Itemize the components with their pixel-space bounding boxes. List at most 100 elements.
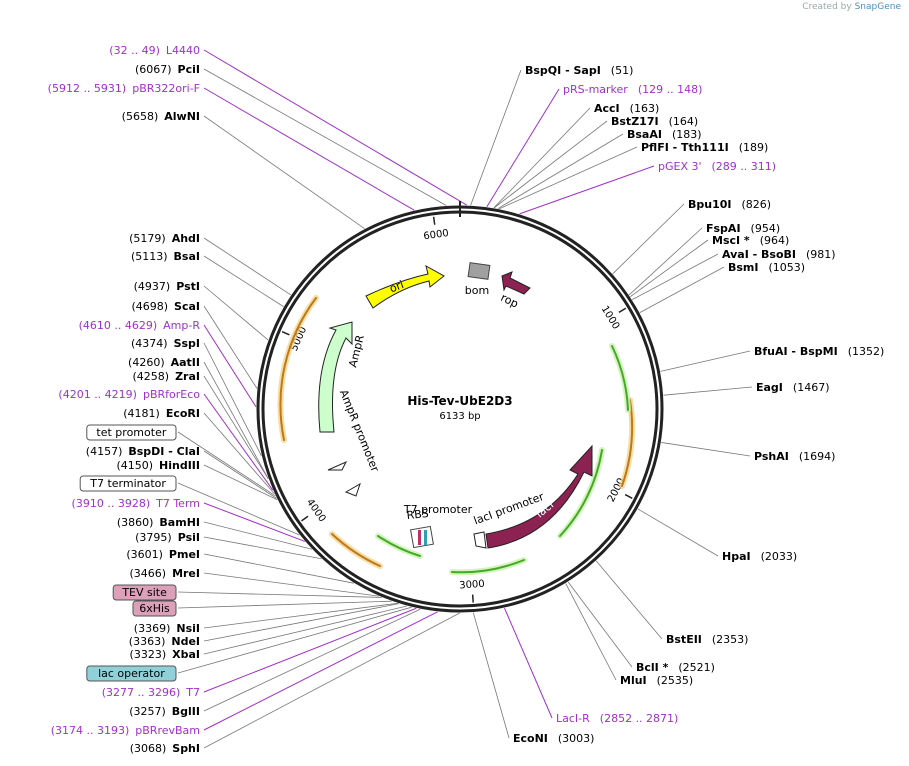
site-label[interactable]: (4181)EcoRI xyxy=(123,407,200,420)
site-label[interactable]: (4157)BspDI - ClaI xyxy=(86,445,200,458)
site-label[interactable]: BstZ17I(164) xyxy=(611,115,698,128)
tick-mark xyxy=(624,493,633,499)
site-position: (5179) xyxy=(129,232,166,245)
site-label[interactable]: (3257) BglII xyxy=(129,705,200,718)
feature-ori[interactable]: ori xyxy=(365,265,445,309)
site-name: Amp-R xyxy=(163,319,200,332)
site-label[interactable]: (3369)NsiI xyxy=(134,622,200,635)
site-name: PciI xyxy=(178,63,200,76)
site-position: (4374) xyxy=(131,337,168,350)
site-label[interactable]: BfuAI - BspMI(1352) xyxy=(754,345,884,358)
site-position: (4181) xyxy=(123,407,160,420)
site-position: (3257) xyxy=(129,705,166,718)
site-name: BfuAI - BspMI xyxy=(754,345,838,358)
site-label[interactable]: BstEII(2353) xyxy=(666,633,748,646)
site-position: (3860) xyxy=(117,516,154,529)
inner-arcs xyxy=(277,295,635,576)
leader-line xyxy=(612,203,685,275)
site-position: (4610 .. 4629) xyxy=(79,319,158,332)
site-position: (2521) xyxy=(678,661,715,674)
site-label[interactable]: PflFI - Tth111I(189) xyxy=(641,141,768,154)
tick-label: 1000 xyxy=(599,304,622,331)
site-name: Bpu10I xyxy=(688,198,732,211)
feature-box xyxy=(86,424,177,441)
site-label[interactable]: (5179)AhdI xyxy=(129,232,200,245)
site-label[interactable]: BclI *(2521) xyxy=(636,661,715,674)
site-leader-lines xyxy=(177,49,753,749)
site-label[interactable]: EcoNI(3003) xyxy=(513,732,594,745)
rop-label: rop xyxy=(499,291,521,311)
site-label[interactable]: (6067)PciI xyxy=(135,63,200,76)
site-label[interactable]: BsaAI(183) xyxy=(627,128,702,141)
site-label[interactable]: (3601)PmeI xyxy=(126,548,200,561)
snapgene-logo: SnapGene xyxy=(854,2,901,12)
primer-label[interactable]: pGEX 3'(289 .. 311) xyxy=(658,160,776,173)
site-name: PstI xyxy=(176,280,200,293)
leader-line xyxy=(203,375,269,480)
leader-line xyxy=(203,536,322,560)
site-name: T7 Term xyxy=(155,497,200,510)
primer-label[interactable]: (3277 .. 3296)T7 xyxy=(102,686,200,699)
site-position: (32 .. 49) xyxy=(109,44,160,57)
leader-line xyxy=(470,69,522,206)
feature-ampr-promoter[interactable]: AmpR promoter xyxy=(327,388,382,497)
feature-box xyxy=(79,475,177,492)
site-label[interactable]: (3860)BamHI xyxy=(117,516,200,529)
site-label[interactable]: (4260)AatII xyxy=(128,356,200,369)
site-label[interactable]: MluI(2535) xyxy=(620,674,693,687)
site-label[interactable]: (3323)XbaI xyxy=(130,648,200,661)
site-label[interactable]: HpaI(2033) xyxy=(722,550,797,563)
credit-prefix: Created by xyxy=(802,2,852,12)
site-name: MscI * xyxy=(712,234,750,247)
site-label[interactable]: EagI(1467) xyxy=(756,381,829,394)
feature-bom[interactable]: bom xyxy=(465,262,491,297)
site-label[interactable]: (4150)HindIII xyxy=(116,459,200,472)
site-position: (3369) xyxy=(134,622,171,635)
primer-label[interactable]: (4201 .. 4219)pBRforEco xyxy=(58,388,200,401)
primer-label[interactable]: LacI-R(2852 .. 2871) xyxy=(556,712,678,725)
leader-line xyxy=(203,68,447,206)
leader-line xyxy=(660,350,751,372)
site-position: (1053) xyxy=(769,261,806,274)
site-label[interactable]: (4374)SspI xyxy=(131,337,200,350)
site-label[interactable]: MscI *(964) xyxy=(712,234,789,247)
site-position: (4258) xyxy=(133,370,170,383)
site-position: (189) xyxy=(739,141,769,154)
site-position: (3003) xyxy=(558,732,595,745)
site-label[interactable]: (3068)SphI xyxy=(130,742,200,755)
primer-label[interactable]: (5912 .. 5931)pBR322ori-F xyxy=(48,82,200,95)
primer-label[interactable]: pRS-marker(129 .. 148) xyxy=(563,83,702,96)
leader-line xyxy=(504,607,553,719)
site-label[interactable]: BspQI - SapI(51) xyxy=(525,64,633,77)
primer-label[interactable]: (4610 .. 4629) Amp-R xyxy=(79,319,201,332)
site-label[interactable]: (4258)ZraI xyxy=(133,370,201,383)
feature-rop[interactable]: rop xyxy=(499,271,531,311)
leader-line xyxy=(203,237,292,296)
site-label[interactable]: AccI(163) xyxy=(594,102,659,115)
leader-line xyxy=(203,553,354,584)
site-position: (183) xyxy=(672,128,702,141)
feature-t7-rbs[interactable]: T7 promoter RBS xyxy=(403,503,473,549)
site-position: (3601) xyxy=(126,548,163,561)
site-label[interactable]: BsmI(1053) xyxy=(728,261,805,274)
site-position: (3277 .. 3296) xyxy=(102,686,181,699)
site-label[interactable]: FspAI(954) xyxy=(706,222,780,235)
primer-label[interactable]: (3910 .. 3928)T7 Term xyxy=(72,497,200,510)
site-name: BglII xyxy=(172,705,200,718)
site-label[interactable]: PshAI(1694) xyxy=(754,450,835,463)
site-name: HindIII xyxy=(159,459,200,472)
site-label[interactable]: (5658)AlwNI xyxy=(122,110,200,123)
primer-label[interactable]: (3174 .. 3193)pBRrevBam xyxy=(51,724,200,737)
site-label[interactable]: (4937)PstI xyxy=(134,280,200,293)
site-label[interactable]: (3363)NdeI xyxy=(129,635,200,648)
primer-label[interactable]: (32 .. 49)L4440 xyxy=(109,44,200,57)
site-label[interactable]: AvaI - BsoBI(981) xyxy=(722,248,836,261)
leader-line xyxy=(203,255,284,307)
site-label[interactable]: (4698)ScaI xyxy=(131,300,200,313)
site-label[interactable]: Bpu10I(826) xyxy=(688,198,771,211)
feature-box-label: T7 terminator xyxy=(89,477,166,490)
site-label[interactable]: (3466)MreI xyxy=(129,567,200,580)
site-label[interactable]: (5113)BsaI xyxy=(131,250,200,263)
site-name: PsiI xyxy=(178,531,200,544)
site-label[interactable]: (3795)PsiI xyxy=(135,531,200,544)
